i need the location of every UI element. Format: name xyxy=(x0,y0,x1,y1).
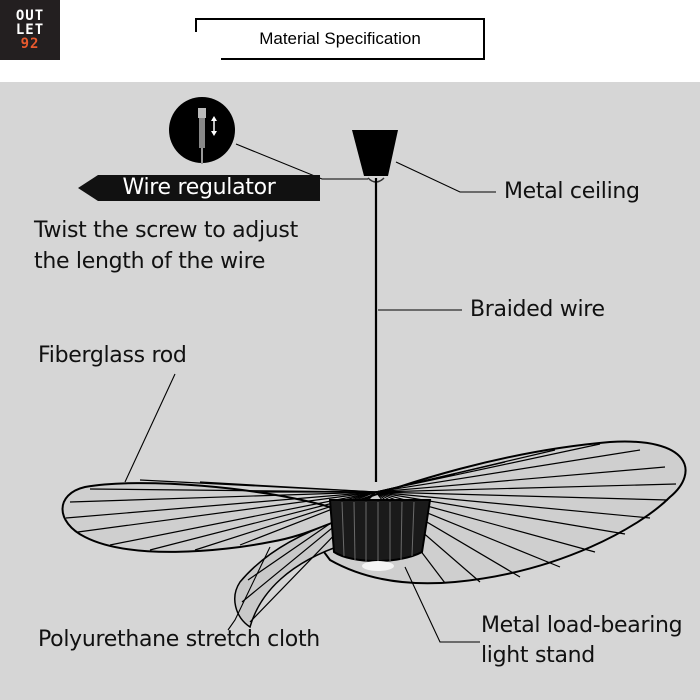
wire-regulator-zoom-icon xyxy=(168,96,236,164)
wire-regulator-banner: Wire regulator xyxy=(78,175,320,201)
bulb-glow xyxy=(362,561,394,571)
page-title: Material Specification xyxy=(259,29,421,48)
metal-light-stand xyxy=(328,499,432,562)
logo-line-1: OUT xyxy=(15,8,45,24)
light-stand-label-line-2: light stand xyxy=(481,643,595,668)
page-title-box: Material Specification xyxy=(195,18,485,60)
title-frame-corner xyxy=(195,18,197,32)
braided-wire-label: Braided wire xyxy=(470,297,605,322)
outlet92-logo: OUT LET 92 xyxy=(0,0,60,60)
logo-line-3: 92 xyxy=(20,36,40,52)
leader-lines xyxy=(124,143,496,643)
light-stand-label-line-1: Metal load-bearing xyxy=(481,613,683,638)
polyurethane-cloth-label: Polyurethane stretch cloth xyxy=(38,627,320,652)
fiberglass-rod-label: Fiberglass rod xyxy=(38,343,187,368)
title-frame-right xyxy=(483,18,485,60)
title-frame-bottom xyxy=(221,58,485,60)
wire-regulator-label: Wire regulator xyxy=(122,175,276,200)
metal-ceiling-label: Metal ceiling xyxy=(504,179,640,204)
light-stand-bars xyxy=(341,501,415,563)
metal-ceiling-canopy xyxy=(352,130,398,176)
logo-line-2: LET xyxy=(15,22,45,38)
brim-front-fold xyxy=(234,521,347,629)
specification-panel: Wire regulator Twist the screw to adjust… xyxy=(0,82,700,700)
pendant-lamp-illustration xyxy=(61,130,687,643)
title-frame-top xyxy=(195,18,483,20)
twist-note-line-1: Twist the screw to adjust xyxy=(34,218,298,243)
twist-note-line-2: the length of the wire xyxy=(34,249,266,274)
